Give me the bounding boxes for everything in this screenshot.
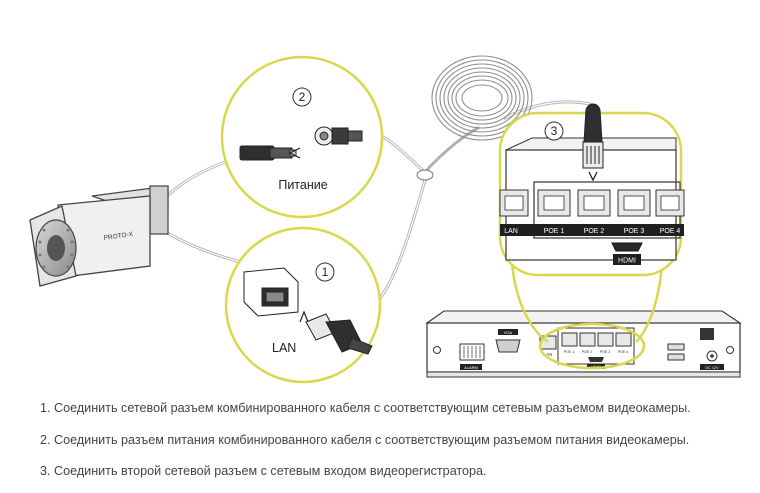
rj45-socket — [243, 267, 299, 317]
instruction-step: 1. Соединить сетевой разъем комбинирован… — [40, 401, 691, 415]
nvr-alarm-label: ALARM — [464, 365, 478, 370]
arrow-icon — [288, 147, 301, 159]
bullet-camera: PROTO-X — [29, 185, 169, 287]
zoom-port-label: POE 4 — [660, 228, 681, 235]
camera-brand: PROTO-X — [103, 231, 134, 242]
callout-power-number: 2 — [299, 90, 306, 104]
callout-nvr: 3 LAN POE 1 POE 2 POE 3 POE 4 — [498, 103, 685, 370]
nvr-device: ALARM VGA LAN POE 1 POE 2 POE 3 POE 4 HD… — [425, 310, 742, 378]
callout-lan: 1 LAN — [224, 226, 382, 384]
camera-mount — [149, 185, 169, 235]
screw-icon — [726, 346, 734, 354]
arrow-icon — [588, 171, 598, 182]
nvr-poe-label: POE 1 — [564, 350, 575, 354]
zoom-hdmi-port — [611, 242, 643, 252]
arrow-icon — [299, 310, 309, 323]
rj45-port-lan — [499, 189, 529, 217]
zoom-hdmi-label: HDMI — [618, 258, 636, 265]
zoom-port-label: POE 1 — [544, 228, 565, 235]
nvr-poe-label: POE 3 — [600, 350, 611, 354]
wiring-diagram: PROTO-X 2 Питание 1 — [29, 55, 742, 384]
cable-splitter — [416, 169, 434, 181]
nvr-poe-label: POE 2 — [582, 350, 593, 354]
rj45-port-poe3 — [617, 189, 651, 217]
usb-port — [667, 353, 685, 361]
nvr-dc-label: DC 12V — [705, 366, 719, 370]
power-switch — [700, 328, 714, 340]
zoom-port-label: LAN — [504, 228, 518, 235]
vga-port — [495, 339, 521, 353]
cable-coil — [431, 55, 533, 141]
rj45-plug-nvr — [582, 103, 604, 169]
screw-icon — [433, 346, 441, 354]
callout-nvr-focus — [538, 322, 646, 370]
nvr-vga-label: VGA — [504, 330, 513, 335]
instruction-step: 3. Соединить второй сетевой разъем с сет… — [40, 464, 487, 478]
callout-lan-number: 1 — [322, 265, 329, 279]
power-plug-male — [239, 145, 297, 161]
callout-power: 2 Питание — [220, 55, 384, 219]
instruction-step: 2. Соединить разъем питания комбинирован… — [40, 432, 690, 447]
rj45-port-poe1 — [537, 189, 571, 217]
nvr-hdmi-port — [588, 357, 604, 362]
port-label-bar — [500, 224, 684, 236]
usb-port — [667, 343, 685, 351]
zoom-port-label: POE 2 — [584, 228, 605, 235]
instructions-list: 1. Соединить сетевой разъем комбинирован… — [40, 398, 740, 493]
power-socket-female — [314, 126, 363, 146]
rj45-port-poe4 — [655, 189, 685, 217]
zoom-port-label: POE 3 — [624, 228, 645, 235]
nvr-poe-label: POE 4 — [618, 350, 629, 354]
callout-power-label: Питание — [278, 178, 327, 192]
callout-nvr-number: 3 — [551, 124, 558, 138]
callout-lan-label: LAN — [272, 341, 296, 355]
nvr-lan-label: LAN — [544, 352, 553, 357]
rj45-port-poe2 — [577, 189, 611, 217]
rj45-plug — [305, 313, 373, 355]
